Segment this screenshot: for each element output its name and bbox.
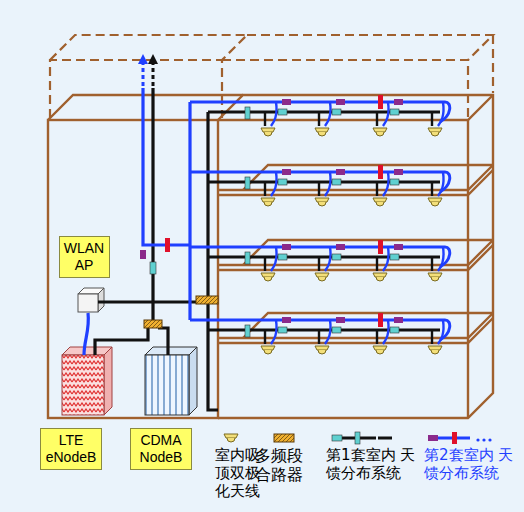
legend-text: 多频段 合路器: [255, 446, 309, 484]
legend-entry: 第1套室内 天馈分布系统: [326, 446, 419, 482]
legend-entry: 第2套室内 天馈分布系统: [424, 446, 517, 482]
node-text: CDMA NodeB: [135, 432, 187, 466]
node-text: LTE eNodeB: [45, 432, 97, 466]
equipment-label: LTE eNodeB: [40, 428, 102, 470]
legend-text: 第1套室内 天馈分布系统: [326, 446, 419, 482]
equipment-label: WLAN AP: [59, 236, 110, 278]
legend-text: 第2套室内 天馈分布系统: [424, 446, 517, 482]
node-text: WLAN AP: [64, 240, 105, 274]
legend-entry: 多频段 合路器: [255, 446, 309, 484]
equipment-label: CDMA NodeB: [130, 428, 192, 470]
